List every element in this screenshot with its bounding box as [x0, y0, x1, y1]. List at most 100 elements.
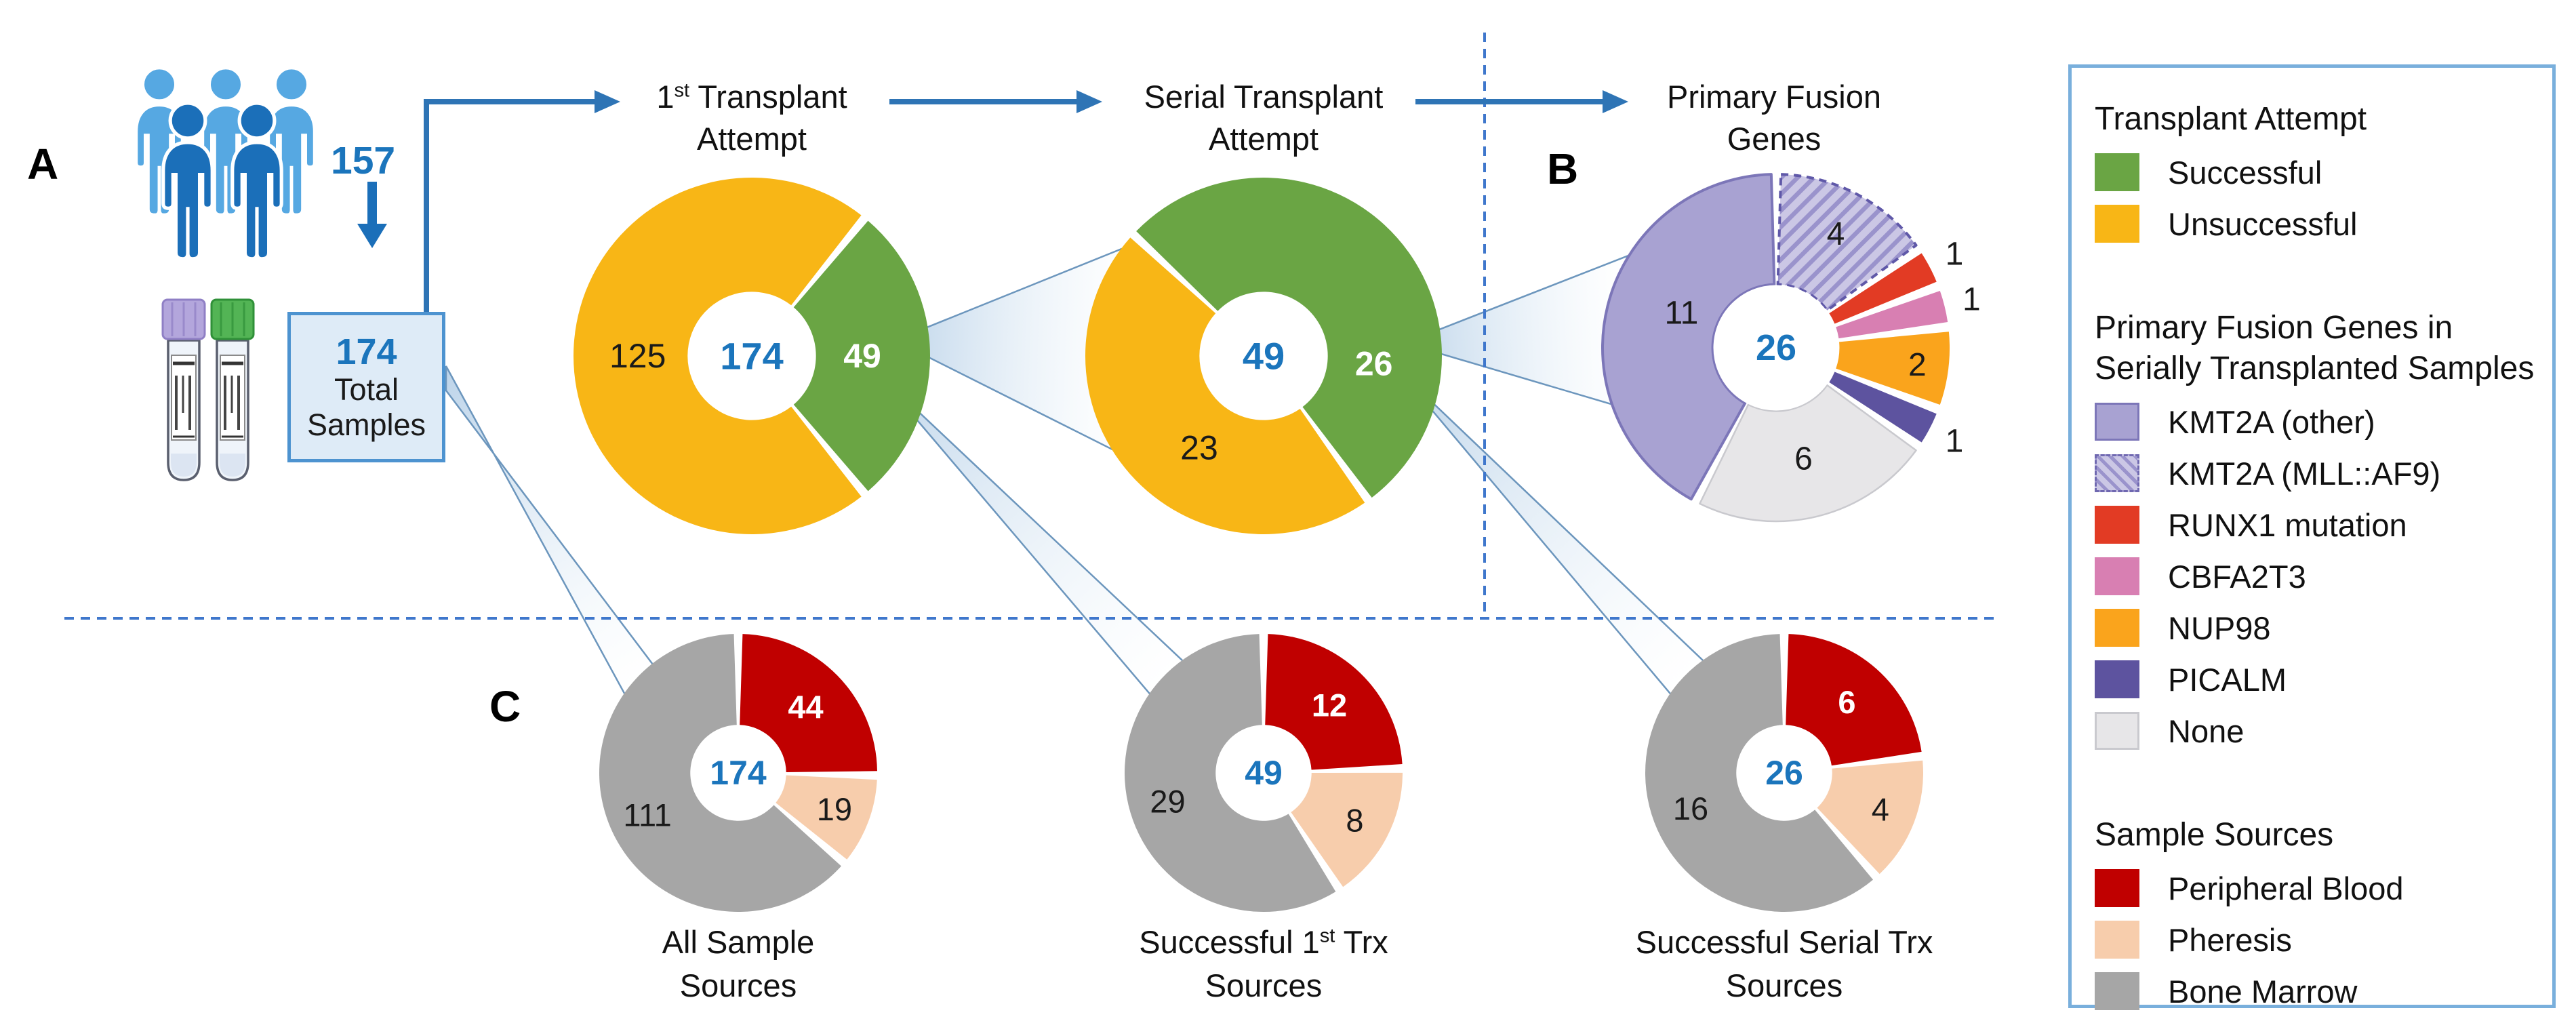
legend-item-peripheral-blood: Peripheral Blood	[2095, 869, 2539, 907]
legend-heading-line: Serially Transplanted Samples	[2095, 351, 2535, 386]
slice-unsuccessful	[1085, 237, 1365, 534]
legend-swatch-icon	[2095, 557, 2139, 595]
slice-value-label: 26	[1355, 344, 1393, 382]
title-text: Successful Serial Trx	[1635, 924, 1933, 960]
slice-peripheral-blood	[740, 634, 877, 773]
title-text-line2: Sources	[679, 967, 797, 1003]
slice-value-label: 8	[1346, 803, 1363, 839]
title-all-sample-sources: All Sample Sources	[501, 921, 975, 1007]
slice-nup98	[1836, 332, 1950, 405]
donut-hole	[1200, 292, 1327, 420]
title-text: 1	[656, 79, 675, 115]
slice-peripheral-blood	[1786, 634, 1922, 766]
slice-bone-marrow	[599, 634, 841, 912]
slice-value-label: 111	[623, 797, 671, 833]
legend-swatch-icon	[2095, 921, 2139, 959]
donut-hole	[1736, 725, 1832, 821]
legend-item-unsuccessful: Unsuccessful	[2095, 205, 2539, 243]
donut-center-total: 49	[1243, 335, 1285, 378]
total-samples-caption-line2: Samples	[306, 407, 426, 442]
legend-swatch-icon	[2095, 205, 2139, 243]
slice-successful	[793, 220, 930, 492]
donut-center-total: 26	[1765, 754, 1803, 792]
title-first-transplant-attempt: 1st Transplant Attempt	[535, 76, 969, 160]
slice-value-label: 6	[1794, 441, 1813, 477]
slice-value-label: 44	[788, 689, 823, 725]
legend-heading: Sample Sources	[2095, 815, 2539, 856]
legend-item-runx1-mutation: RUNX1 mutation	[2095, 506, 2539, 544]
slice-value-label: 49	[843, 337, 881, 375]
legend-label: KMT2A (other)	[2168, 403, 2375, 440]
legend-label: Unsuccessful	[2168, 205, 2358, 242]
legend-heading-line: Transplant Attempt	[2095, 101, 2367, 137]
patients-count: 157	[331, 139, 396, 182]
title-text-line2: Attempt	[697, 121, 807, 157]
slice-picalm	[1829, 372, 1937, 443]
title-successful-1st-trx-sources: Successful 1st Trx Sources	[1026, 921, 1501, 1007]
legend-heading: Primary Fusion Genes in Serially Transpla…	[2095, 308, 2539, 389]
legend-item-kmt2a-other-: KMT2A (other)	[2095, 403, 2539, 441]
legend-item-bone-marrow: Bone Marrow	[2095, 972, 2539, 1010]
slice-value-label: 1	[1946, 424, 1964, 460]
slice-value-label: 23	[1180, 429, 1218, 467]
panel-label-b: B	[1547, 144, 1579, 193]
slice-kmt2a-other-	[1601, 173, 1776, 501]
slice-value-label: 2	[1908, 347, 1927, 383]
slice-none	[1699, 384, 1917, 523]
donut-center-total: 174	[720, 335, 783, 378]
panel-label-c: C	[489, 682, 521, 731]
slice-pheresis	[776, 775, 877, 860]
slice-value-label: 125	[609, 337, 666, 375]
title-text: Transplant	[689, 79, 847, 115]
legend-item-none: None	[2095, 712, 2539, 750]
legend-swatch-icon	[2095, 506, 2139, 544]
donut-hole	[1713, 285, 1839, 411]
legend-label: CBFA2T3	[2168, 558, 2306, 595]
legend-heading: Transplant Attempt	[2095, 99, 2539, 140]
legend-swatch-icon	[2095, 454, 2139, 492]
legend-label: Bone Marrow	[2168, 973, 2358, 1009]
slice-value-label: 4	[1872, 791, 1889, 827]
elbow-connector-arrow	[424, 90, 620, 312]
legend-label: Pheresis	[2168, 921, 2292, 958]
legend-item-cbfa2t3: CBFA2T3	[2095, 557, 2539, 595]
legend-item-successful: Successful	[2095, 153, 2539, 191]
slice-kmt2a-mll-af9-	[1776, 173, 1918, 312]
donut-hole	[688, 292, 816, 420]
title-primary-fusion-genes: Primary Fusion Genes	[1557, 76, 1991, 160]
donut-center-total: 26	[1756, 327, 1796, 368]
slice-value-label: 6	[1838, 684, 1855, 720]
total-samples-box: 174 Total Samples	[287, 312, 445, 462]
slice-value-label: 29	[1150, 783, 1185, 819]
legend-label: Successful	[2168, 154, 2322, 191]
legend-swatch-icon	[2095, 972, 2139, 1010]
slice-successful	[1136, 177, 1443, 498]
title-text-line2: Genes	[1727, 121, 1822, 157]
legend-heading-line: Primary Fusion Genes in	[2095, 310, 2453, 346]
title-text-line2: Sources	[1725, 967, 1843, 1003]
blood-tube-purple-cap-icon	[161, 298, 206, 481]
donut-first-transplant-attempt: 49 125 174	[573, 178, 930, 535]
legend-label: Peripheral Blood	[2168, 870, 2404, 906]
title-serial-transplant-attempt: Serial Transplant Attempt	[1047, 76, 1481, 160]
legend-label: None	[2168, 713, 2245, 749]
slice-value-label: 1	[1946, 236, 1964, 272]
donut-hole	[690, 725, 786, 821]
title-text: Trx	[1335, 924, 1388, 960]
slice-pheresis	[1817, 760, 1923, 875]
total-samples-value: 174	[336, 332, 397, 372]
legend-item-kmt2a-mll-af9-: KMT2A (MLL::AF9)	[2095, 454, 2539, 492]
slice-cbfa2t3	[1836, 290, 1948, 339]
legend-item-picalm: PICALM	[2095, 660, 2539, 698]
slice-bone-marrow	[1125, 634, 1336, 912]
legend-swatch-icon	[2095, 403, 2139, 441]
legend-swatch-icon	[2095, 712, 2139, 750]
title-text: Serial Transplant	[1144, 79, 1384, 115]
legend-swatch-icon	[2095, 869, 2139, 907]
legend-label: NUP98	[2168, 609, 2271, 646]
